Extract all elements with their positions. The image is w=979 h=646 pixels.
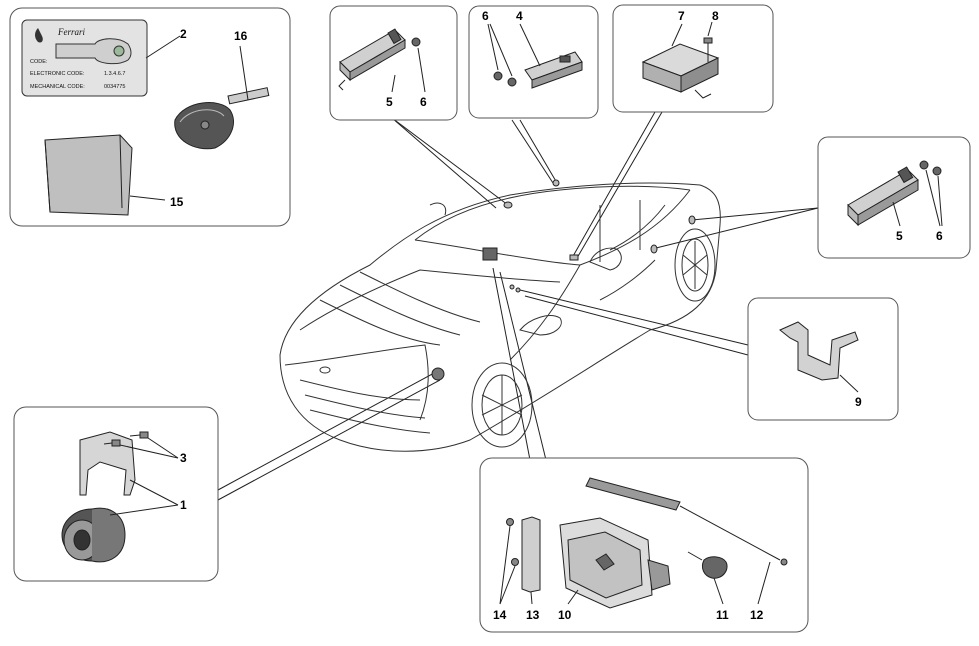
antenna-rod bbox=[585, 477, 788, 566]
nut-icon bbox=[411, 37, 421, 47]
callout-6c: 6 bbox=[936, 229, 943, 243]
ecu-control-unit bbox=[559, 517, 671, 609]
bracket-part bbox=[779, 321, 859, 381]
tag-mechanical-code-value: 0034775 bbox=[104, 84, 125, 90]
callout-11: 11 bbox=[716, 608, 729, 622]
callout-1: 1 bbox=[180, 498, 187, 512]
antenna-module bbox=[338, 28, 406, 91]
callout-15: 15 bbox=[170, 195, 184, 209]
callout-8: 8 bbox=[712, 9, 719, 23]
antenna-module-cabin bbox=[524, 51, 583, 89]
receiver-module bbox=[641, 43, 720, 99]
nut-icon bbox=[507, 77, 517, 87]
siren-unit bbox=[61, 507, 126, 563]
tag-electronic-code-label: ELECTRONIC CODE: bbox=[30, 71, 85, 77]
panel-antenna-cabin: 6 4 bbox=[468, 5, 599, 119]
tag-key-outline-icon bbox=[55, 38, 132, 65]
panel-receiver-unit: 7 8 bbox=[612, 4, 774, 113]
panel-key-set: Ferrari CODE: ELECTRONIC CODE: 1.3.4.6.7… bbox=[9, 7, 291, 227]
sensor-strip bbox=[521, 516, 541, 593]
gps-receiver bbox=[687, 551, 728, 579]
callout-3: 3 bbox=[180, 451, 187, 465]
clip-icon bbox=[506, 518, 514, 526]
callout-6b: 6 bbox=[482, 9, 489, 23]
panel-bracket: 9 bbox=[747, 297, 899, 421]
panel-antenna-door: 5 6 bbox=[817, 136, 971, 259]
nut-icon bbox=[493, 71, 503, 81]
siren-bracket bbox=[79, 431, 136, 496]
car-illustration bbox=[279, 182, 721, 452]
callout-9: 9 bbox=[855, 395, 862, 409]
tag-mechanical-code-label: MECHANICAL CODE: bbox=[30, 84, 85, 90]
antenna-module-door bbox=[847, 166, 919, 227]
tag-electronic-code-value: 1.3.4.6.7 bbox=[104, 71, 125, 77]
panel-antenna-front: 5 6 bbox=[329, 5, 458, 121]
screw-icon bbox=[103, 431, 149, 447]
callout-13: 13 bbox=[526, 608, 540, 622]
panel-siren: 3 1 bbox=[13, 406, 219, 582]
callout-12: 12 bbox=[750, 608, 764, 622]
clip-icon bbox=[511, 558, 519, 566]
callout-7: 7 bbox=[678, 9, 685, 23]
tag-brand: Ferrari bbox=[57, 27, 85, 37]
nut-icon bbox=[932, 166, 942, 176]
tag-code-label: CODE: bbox=[30, 59, 48, 65]
callout-16: 16 bbox=[234, 29, 248, 43]
callout-5a: 5 bbox=[386, 95, 393, 109]
callout-2: 2 bbox=[180, 27, 187, 41]
ignition-key bbox=[174, 87, 270, 150]
callout-6a: 6 bbox=[420, 95, 427, 109]
car-markers bbox=[431, 179, 696, 381]
owner-manual-folder bbox=[44, 134, 133, 216]
screw-icon bbox=[703, 37, 713, 62]
callout-5b: 5 bbox=[896, 229, 903, 243]
callout-10: 10 bbox=[558, 608, 572, 622]
callout-14: 14 bbox=[493, 608, 507, 622]
panel-control-unit: 14 13 10 11 12 bbox=[479, 457, 809, 633]
leader-lines bbox=[217, 111, 819, 501]
key-code-tag: Ferrari CODE: ELECTRONIC CODE: 1.3.4.6.7… bbox=[21, 19, 148, 97]
prancing-horse-icon bbox=[35, 28, 43, 43]
callout-4: 4 bbox=[516, 9, 523, 23]
nut-icon bbox=[919, 160, 929, 170]
